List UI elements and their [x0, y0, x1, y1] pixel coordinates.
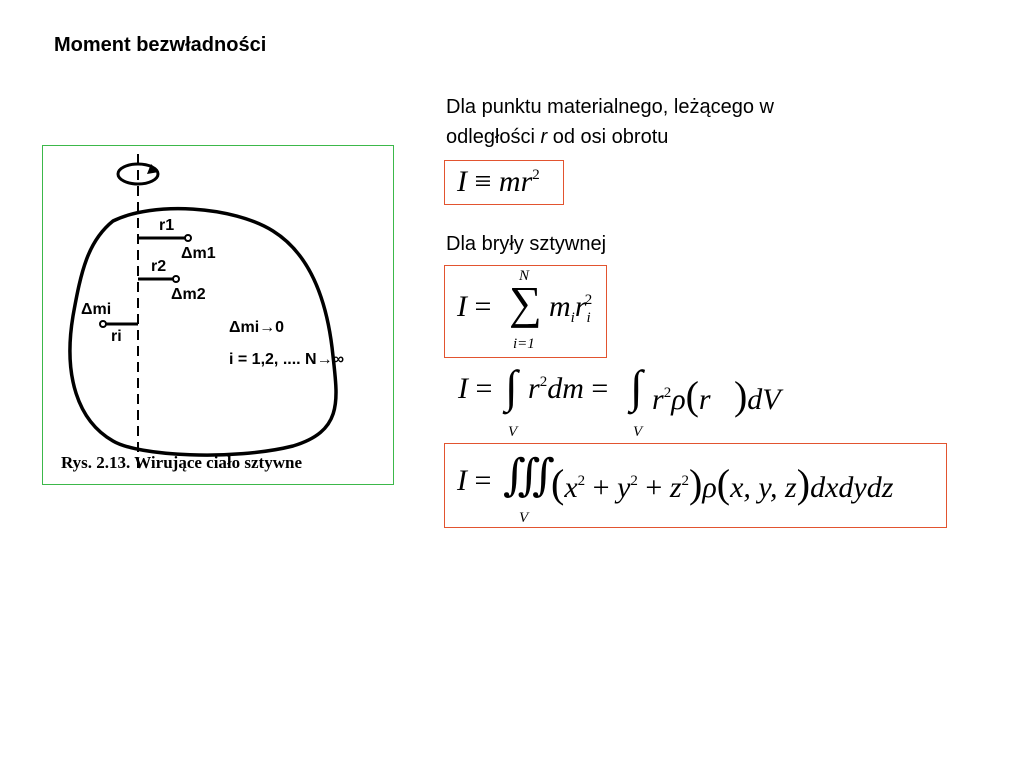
triple-integral-symbol: ∭	[503, 451, 556, 500]
label-r1: r1	[159, 217, 174, 234]
rigid-body-drawing: r1 Δm1 r2 Δm2 Δmi ri Δmi→0 i = 1,2, ....…	[61, 154, 344, 472]
formula-sum-box: I = ∑ N i=1 miri2	[444, 265, 607, 358]
formula-integral-I: I =	[458, 372, 493, 405]
page-title: Moment bezwładności	[54, 34, 267, 56]
label-dm2: Δm2	[171, 286, 206, 303]
sum-lower-limit: i=1	[513, 336, 535, 352]
label-dm1: Δm1	[181, 245, 216, 262]
point-mass-text-line1: Dla punktu materialnego, leżącego w	[446, 96, 774, 118]
integral-symbol-1: ∫	[505, 361, 518, 412]
mass-point-i	[99, 320, 107, 328]
mass-point-2	[172, 275, 180, 283]
formula-sum-I: I =	[457, 290, 492, 323]
sum-term: miri2	[549, 290, 593, 326]
integral-2-term: r2ρ(r⃗)dV	[652, 373, 781, 418]
formula-triple-integral-box: I = ∭ V (x2 + y2 + z2)ρ(x, y, z)dxdydz	[444, 443, 947, 528]
figure-caption: Rys. 2.13. Wirujące ciało sztywne	[61, 453, 302, 472]
label-ri: ri	[111, 328, 122, 345]
sum-upper-limit: N	[519, 268, 530, 284]
rigid-body-text: Dla bryły sztywnej	[446, 233, 607, 255]
formula-point-mass: I ≡ mr2	[457, 165, 540, 198]
integral-1-term: r2dm =	[528, 372, 609, 405]
label-r2: r2	[151, 258, 166, 275]
label-dmi: Δmi	[81, 301, 111, 318]
formula-point-mass-box: I ≡ mr2	[444, 160, 564, 205]
integral-symbol-2: ∫	[630, 361, 643, 412]
mass-point-1	[184, 234, 192, 242]
integral-1-limit: V	[508, 424, 518, 440]
point-mass-text-line2: odległości r od osi obrotu	[446, 126, 669, 148]
body-outline	[68, 206, 338, 457]
rigid-body-figure: r1 Δm1 r2 Δm2 Δmi ri Δmi→0 i = 1,2, ....…	[42, 145, 394, 485]
note-limit: Δmi→0	[229, 319, 284, 336]
integral-2-limit: V	[633, 424, 643, 440]
triple-integral-limit: V	[519, 510, 529, 526]
note-index: i = 1,2, .... N→∞	[229, 351, 344, 368]
triple-integral-term: (x2 + y2 + z2)ρ(x, y, z)dxdydz	[551, 461, 894, 506]
sum-symbol: ∑	[509, 277, 542, 328]
triple-integral-I: I =	[457, 464, 492, 497]
